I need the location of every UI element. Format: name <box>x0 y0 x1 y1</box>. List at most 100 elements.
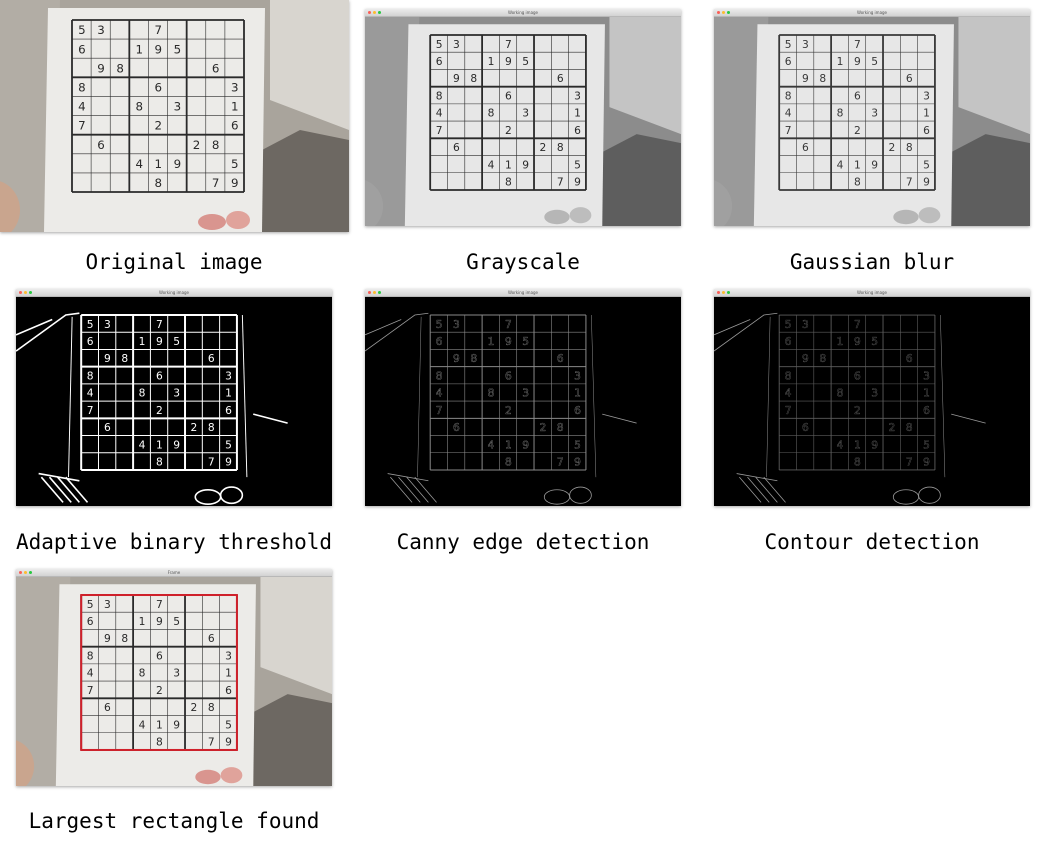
zoom-icon[interactable] <box>727 11 730 14</box>
sudoku-digit: 4 <box>488 438 495 451</box>
sudoku-digit: 5 <box>574 438 581 451</box>
close-icon[interactable] <box>19 571 22 574</box>
sudoku-digit: 7 <box>208 455 215 468</box>
sudoku-digit: 6 <box>505 89 512 102</box>
sudoku-digit: 3 <box>225 649 232 662</box>
sudoku-digit: 9 <box>871 438 878 451</box>
sudoku-digit: 9 <box>225 735 232 748</box>
window-titlebar: Working image <box>714 9 1030 17</box>
sudoku-digit: 5 <box>225 438 232 451</box>
sudoku-digit: 8 <box>116 61 124 75</box>
minimize-icon[interactable] <box>24 571 27 574</box>
sudoku-digit: 9 <box>802 72 809 85</box>
sudoku-digit: 2 <box>540 141 547 154</box>
sudoku-digit: 4 <box>78 100 86 114</box>
sudoku-digit: 2 <box>155 119 163 133</box>
sudoku-digit: 7 <box>505 318 512 331</box>
sudoku-digit: 7 <box>557 455 564 468</box>
sudoku-digit: 5 <box>436 318 443 331</box>
sudoku-digit: 3 <box>574 369 581 382</box>
sudoku-digit: 5 <box>574 158 581 171</box>
sudoku-digit: 9 <box>871 158 878 171</box>
sudoku-digit: 3 <box>174 100 182 114</box>
sudoku-digit: 9 <box>156 335 163 348</box>
sudoku-digit: 7 <box>212 176 220 190</box>
sudoku-digit: 8 <box>155 176 163 190</box>
sudoku-digit: 3 <box>97 23 105 37</box>
sudoku-digit: 6 <box>785 55 792 68</box>
sudoku-digit: 8 <box>557 141 564 154</box>
sudoku-digit: 2 <box>156 684 163 697</box>
minimize-icon[interactable] <box>722 11 725 14</box>
window-title: Frame <box>167 570 181 575</box>
sudoku-digit: 6 <box>436 335 443 348</box>
sudoku-digit: 8 <box>436 89 443 102</box>
sudoku-digit: 9 <box>923 455 930 468</box>
sudoku-digit: 6 <box>156 649 163 662</box>
minimize-icon[interactable] <box>373 11 376 14</box>
sudoku-digit: 9 <box>104 632 111 645</box>
sudoku-digit: 2 <box>156 404 163 417</box>
sudoku-digit: 9 <box>522 438 529 451</box>
zoom-icon[interactable] <box>727 291 730 294</box>
sudoku-digit: 2 <box>505 404 512 417</box>
sudoku-digit: 8 <box>87 649 94 662</box>
sudoku-digit: 1 <box>156 718 163 731</box>
sudoku-digit: 9 <box>505 55 512 68</box>
zoom-icon[interactable] <box>29 571 32 574</box>
sudoku-digit: 3 <box>574 89 581 102</box>
sudoku-digit: 8 <box>837 387 844 400</box>
minimize-icon[interactable] <box>373 291 376 294</box>
sudoku-digit: 1 <box>854 438 861 451</box>
sudoku-digit: 5 <box>436 38 443 51</box>
sudoku-digit: 5 <box>174 42 182 56</box>
minimize-icon[interactable] <box>722 291 725 294</box>
sudoku-digit: 5 <box>785 38 792 51</box>
sudoku-digit: 6 <box>436 55 443 68</box>
close-icon[interactable] <box>368 291 371 294</box>
minimize-icon[interactable] <box>24 291 27 294</box>
sudoku-digit: 8 <box>785 89 792 102</box>
sudoku-digit: 9 <box>802 352 809 365</box>
sudoku-digit: 8 <box>505 175 512 188</box>
window-titlebar: Working image <box>365 289 681 297</box>
sudoku-digit: 4 <box>785 387 792 400</box>
sudoku-digit: 5 <box>225 718 232 731</box>
zoom-icon[interactable] <box>29 291 32 294</box>
zoom-icon[interactable] <box>378 11 381 14</box>
close-icon[interactable] <box>717 11 720 14</box>
sudoku-digit: 3 <box>923 89 930 102</box>
sudoku-digit: 9 <box>574 175 581 188</box>
sudoku-digit: 7 <box>156 598 163 611</box>
sudoku-digit: 9 <box>173 438 180 451</box>
sudoku-digit: 4 <box>87 387 94 400</box>
close-icon[interactable] <box>368 11 371 14</box>
sudoku-digit: 9 <box>453 352 460 365</box>
sudoku-digit: 8 <box>135 100 143 114</box>
sudoku-digit: 8 <box>906 141 913 154</box>
sudoku-digit: 6 <box>156 369 163 382</box>
sudoku-digit: 5 <box>78 23 86 37</box>
sudoku-digit: 3 <box>923 369 930 382</box>
sudoku-digit: 4 <box>488 158 495 171</box>
sudoku-digit: 8 <box>470 352 477 365</box>
sudoku-digit: 7 <box>557 175 564 188</box>
sudoku-digit: 5 <box>785 318 792 331</box>
close-icon[interactable] <box>717 291 720 294</box>
sudoku-digit: 3 <box>522 107 529 120</box>
close-icon[interactable] <box>19 291 22 294</box>
sudoku-digit: 1 <box>837 335 844 348</box>
sudoku-digit: 3 <box>173 387 180 400</box>
sudoku-digit: 5 <box>871 55 878 68</box>
sudoku-digit: 4 <box>837 158 844 171</box>
sudoku-digit: 6 <box>212 61 220 75</box>
sudoku-digit: 7 <box>436 124 443 137</box>
zoom-icon[interactable] <box>378 291 381 294</box>
sudoku-digit: 2 <box>889 141 896 154</box>
